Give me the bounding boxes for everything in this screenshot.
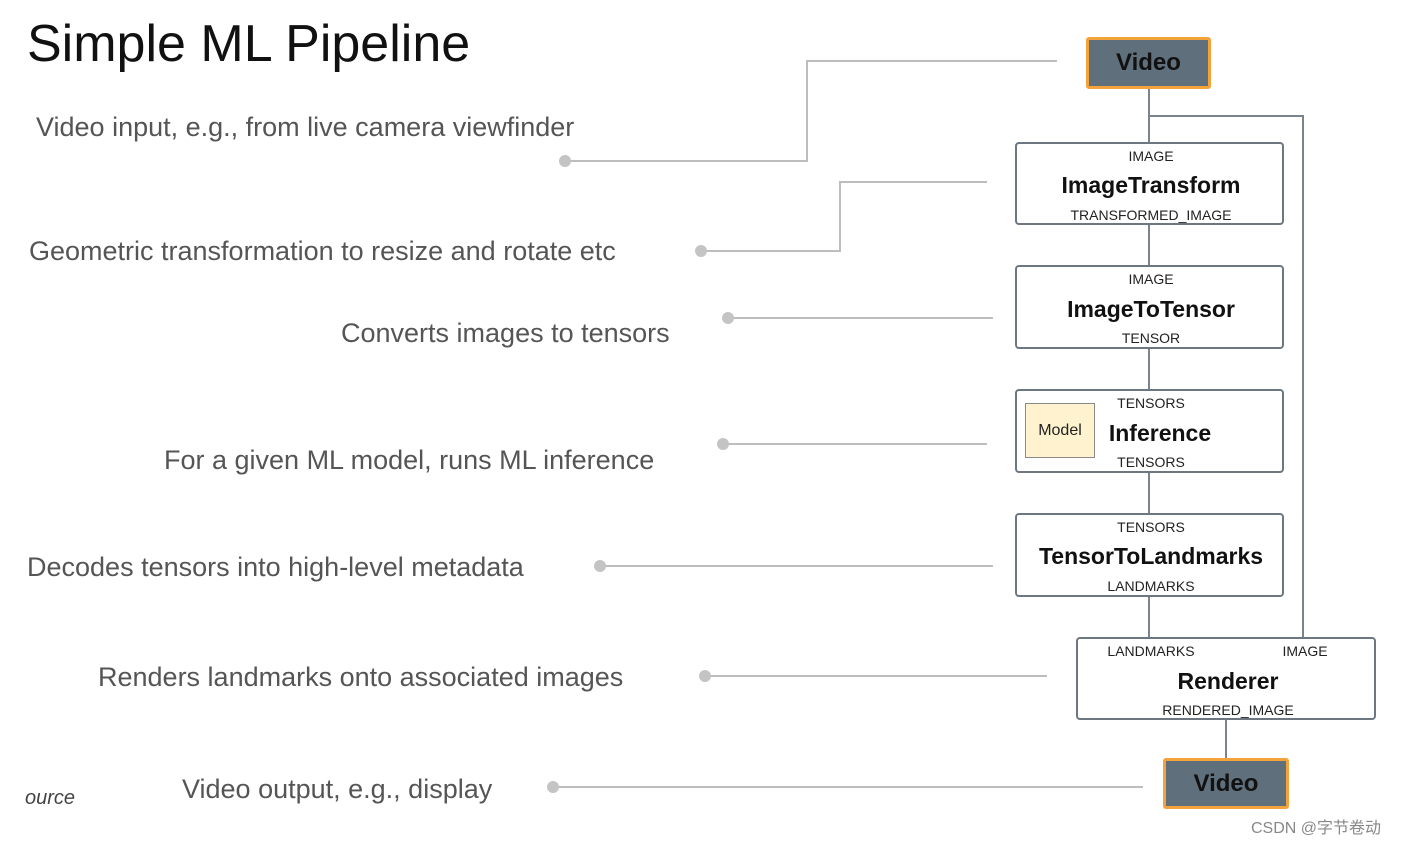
inference-output-port: TENSORS	[1117, 454, 1185, 470]
image-transform-label: ImageTransform	[1061, 172, 1241, 198]
image-transform-node: IMAGE ImageTransform TRANSFORMED_IMAGE	[1015, 142, 1284, 225]
image-to-tensor-label: ImageToTensor	[1067, 296, 1235, 322]
desc-video-input: Video input, e.g., from live camera view…	[36, 112, 575, 142]
connector-dot-decodes	[594, 560, 606, 572]
inference-input-port: TENSORS	[1117, 395, 1185, 411]
tensor-to-landmarks-input-port: TENSORS	[1117, 519, 1185, 535]
desc-ml-inference: For a given ML model, runs ML inference	[164, 445, 655, 475]
image-to-tensor-node: IMAGE ImageToTensor TENSOR	[1015, 265, 1284, 349]
video-output-node: Video	[1163, 758, 1289, 809]
tensor-to-landmarks-output-port: LANDMARKS	[1107, 578, 1195, 594]
model-tag: Model	[1025, 403, 1095, 458]
renderer-node: LANDMARKS IMAGE Renderer RENDERED_IMAGE	[1076, 637, 1376, 720]
page-title: Simple ML Pipeline	[27, 15, 471, 73]
tensor-to-landmarks-node: TENSORS TensorToLandmarks LANDMARKS	[1015, 513, 1284, 597]
renderer-label: Renderer	[1177, 668, 1279, 694]
desc-video-output: Video output, e.g., display	[182, 774, 493, 804]
watermark: CSDN @字节卷动	[1251, 820, 1382, 837]
video-input-node: Video	[1086, 37, 1211, 89]
desc-decodes-tensors: Decodes tensors into high-level metadata	[27, 552, 524, 582]
image-to-tensor-input-port: IMAGE	[1128, 271, 1174, 287]
connector-dot-renders	[699, 670, 711, 682]
connector-video-input	[565, 60, 1057, 162]
renderer-landmarks-port: LANDMARKS	[1107, 643, 1195, 659]
edge-video-to-renderer-image	[1149, 115, 1304, 637]
renderer-image-port: IMAGE	[1282, 643, 1328, 659]
tensor-to-landmarks-label: TensorToLandmarks	[1038, 543, 1264, 569]
image-to-tensor-output-port: TENSOR	[1121, 330, 1181, 346]
image-transform-input-port: IMAGE	[1128, 148, 1174, 164]
renderer-output-port: RENDERED_IMAGE	[1162, 702, 1294, 718]
inference-label: Inference	[1108, 420, 1212, 446]
desc-renders-landmarks: Renders landmarks onto associated images	[98, 662, 624, 692]
connector-dot-geometric	[695, 245, 707, 257]
connector-dot-inference	[717, 438, 729, 450]
connector-dot-video-input	[559, 155, 571, 167]
image-transform-output-port: TRANSFORMED_IMAGE	[1070, 207, 1232, 223]
inference-node: Model TENSORS Inference TENSORS	[1015, 389, 1284, 473]
desc-converts-images: Converts images to tensors	[341, 318, 670, 348]
connector-dot-converts	[722, 312, 734, 324]
connector-dot-video-output	[547, 781, 559, 793]
desc-geometric-transformation: Geometric transformation to resize and r…	[29, 236, 616, 266]
source-caption: ource	[25, 787, 76, 809]
connector-geometric	[701, 181, 987, 252]
